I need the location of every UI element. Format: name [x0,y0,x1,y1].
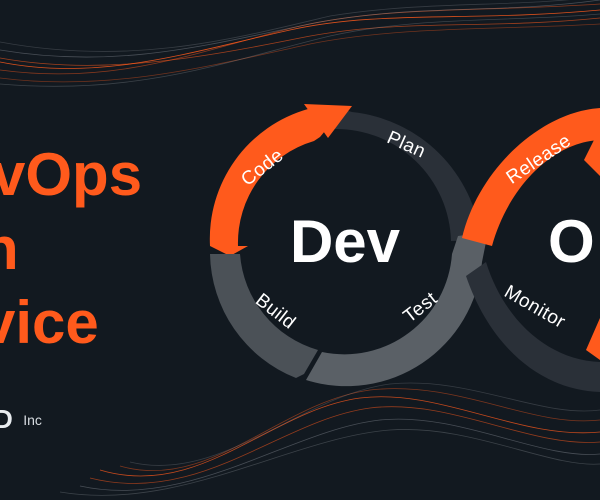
brand-mark: D Inc [0,404,42,435]
brand-suffix: Inc [23,411,42,428]
segment-build [210,254,318,378]
top-wave-7 [0,0,570,52]
bottom-wave-2 [89,406,600,484]
top-wave-4 [0,23,600,83]
headline-line-3: vice [0,289,99,356]
center-label-dev: Dev [290,208,401,275]
top-wave-6 [0,13,600,87]
right-edge-arrow-icon [586,318,600,360]
top-wave-2 [0,17,600,66]
bottom-wave-4 [79,418,600,491]
bottom-wave-1 [99,396,600,477]
brand-logo: D [0,404,13,434]
bottom-wave-5 [59,429,600,496]
code-arrow-icon [304,104,352,138]
bottom-wave-6 [129,382,600,466]
segment-release [462,108,600,246]
headline: vOps n vice [0,138,142,360]
release-arrow-icon [584,128,600,176]
stage-label-plan: Plan [384,127,429,162]
segment-monitor [466,262,600,392]
bottom-wave-3 [119,388,600,472]
top-wave-1 [0,9,600,69]
center-label-ops: O [548,208,595,275]
headline-line-2: n [0,215,19,282]
top-wave-5 [0,0,600,58]
top-wave-3 [0,3,600,75]
segment-test [306,232,488,387]
headline-line-1: vOps [0,141,143,208]
